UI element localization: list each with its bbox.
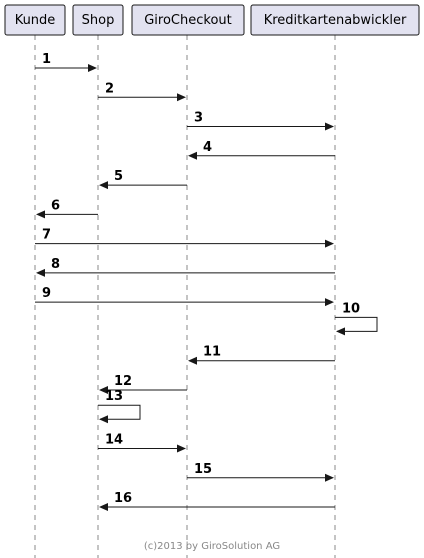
message-8: 8	[36, 257, 335, 277]
message-label: 14	[105, 433, 123, 448]
arrow-head	[336, 327, 345, 336]
arrow-head	[99, 181, 108, 190]
message-3: 3	[187, 111, 334, 131]
arrow-head	[99, 415, 108, 424]
message-label: 2	[105, 81, 114, 96]
footer-credit: (c)2013 by GiroSolution AG	[144, 541, 280, 552]
message-label: 6	[51, 198, 60, 213]
message-line	[335, 316, 378, 332]
message-label: 9	[42, 286, 51, 301]
arrow-head	[99, 503, 108, 512]
participant-label-girocheckout: GiroCheckout	[144, 13, 232, 28]
message-label: 4	[203, 140, 212, 155]
message-label: 11	[203, 345, 221, 360]
arrow-head	[188, 356, 197, 365]
message-9: 9	[35, 286, 334, 307]
participant-box-girocheckout	[131, 4, 245, 36]
message-5: 5	[99, 169, 187, 190]
arrow-head	[88, 64, 97, 72]
message-14: 14	[98, 433, 186, 453]
participant-label-kunde: Kunde	[15, 13, 56, 28]
participant-label-shop: Shop	[82, 13, 115, 28]
message-label: 16	[114, 491, 132, 506]
arrow-head	[177, 93, 186, 102]
message-6: 6	[36, 198, 98, 219]
message-label: 8	[51, 257, 60, 272]
arrow-head	[188, 151, 197, 160]
participant-box-kunde	[4, 4, 66, 36]
arrow-head	[325, 473, 334, 482]
participants: Kunde Shop GiroCheckout Kreditkartenabwickl…	[4, 4, 420, 36]
message-label: 13	[105, 389, 123, 404]
arrow-head	[325, 122, 334, 131]
message-label: 15	[194, 462, 212, 477]
message-label: 5	[114, 169, 123, 184]
message-label: 3	[194, 111, 203, 126]
arrow-head	[325, 239, 334, 248]
message-label: 10	[342, 301, 360, 316]
arrow-head	[177, 444, 186, 453]
message-label: 7	[42, 228, 51, 243]
participant-label-kreditkarten: Kreditkartenabwickler	[264, 13, 407, 28]
arrow-head	[99, 385, 108, 394]
message-1: 1	[35, 52, 97, 72]
message-7: 7	[35, 228, 334, 248]
arrow-head	[325, 298, 334, 307]
message-16: 16	[99, 491, 335, 512]
message-4: 4	[188, 140, 335, 160]
message-label: 1	[42, 52, 51, 67]
message-13: 13	[98, 389, 141, 424]
participant-box-shop	[72, 4, 124, 36]
message-10: 10	[335, 301, 378, 336]
arrow-head	[36, 210, 45, 219]
message-line	[98, 404, 141, 420]
message-12: 12	[99, 374, 187, 394]
lifelines	[34, 35, 336, 558]
message-11: 11	[188, 345, 335, 365]
message-2: 2	[98, 81, 186, 102]
message-15: 15	[187, 462, 334, 482]
arrow-head	[36, 268, 45, 277]
message-label: 12	[114, 374, 132, 389]
participant-box-kreditkarten	[250, 4, 420, 36]
